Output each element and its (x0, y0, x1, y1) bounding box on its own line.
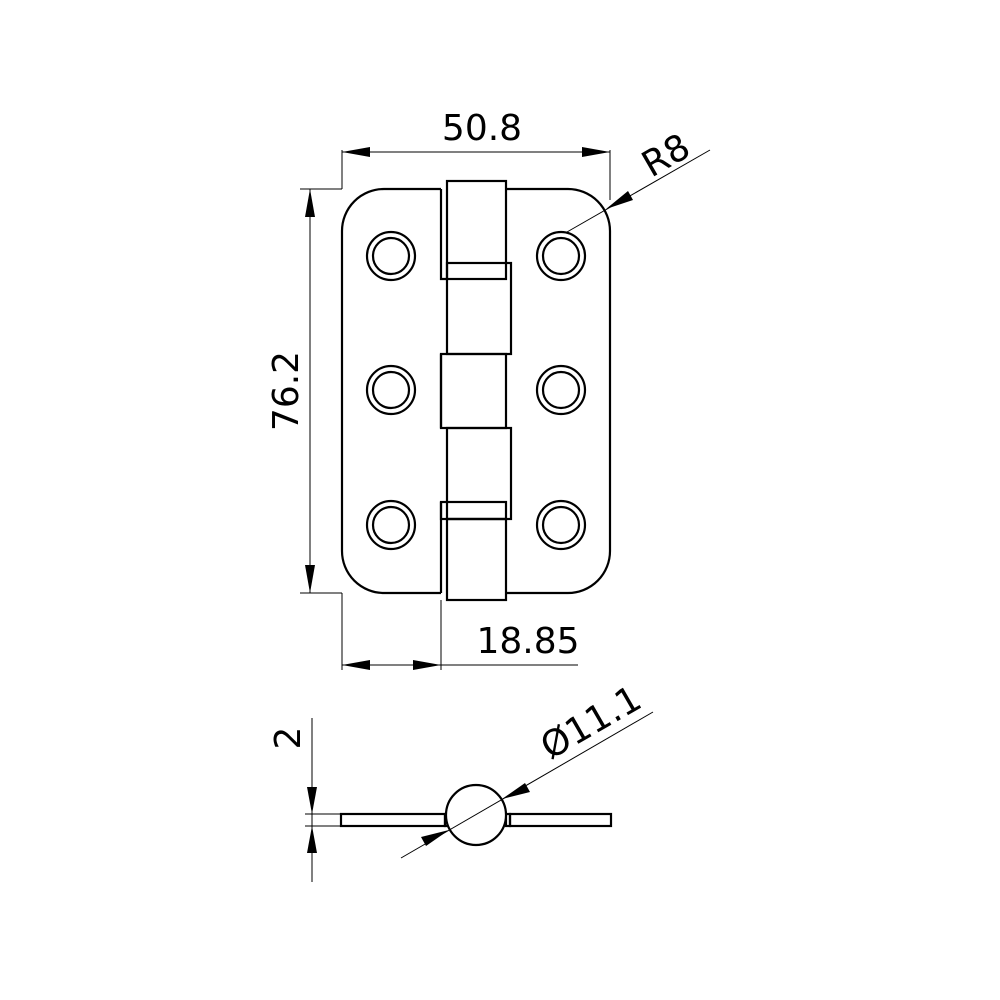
screw-hole-countersink (535, 230, 587, 282)
height-label: 76.2 (266, 351, 307, 431)
thickness-label: 2 (268, 727, 309, 750)
dimension-height: 76.2 (266, 188, 342, 594)
dimension-radius: R8 (566, 126, 711, 233)
knuckle (445, 261, 513, 356)
screw-hole-countersink (365, 364, 417, 416)
knuckle (445, 179, 508, 281)
screw-hole-countersink (535, 499, 587, 551)
screw-hole-inner (371, 236, 411, 276)
dimension-leaf-width: 18.85 (341, 593, 580, 670)
right-leaf-side (508, 812, 613, 828)
radius-label: R8 (635, 126, 697, 185)
knuckle (439, 352, 508, 430)
diameter-label: Ø11.1 (534, 678, 648, 768)
knuckle (445, 517, 508, 602)
width-label: 50.8 (442, 108, 522, 149)
knuckle (445, 426, 513, 521)
hinge-plate-outline (340, 187, 612, 595)
screw-hole-countersink (535, 364, 587, 416)
screw-holes (365, 230, 587, 551)
screw-hole-inner (541, 370, 581, 410)
screw-hole-inner (371, 370, 411, 410)
dimension-diameter: Ø11.1 (400, 678, 654, 859)
screw-hole-countersink (365, 230, 417, 282)
screw-hole-countersink (365, 499, 417, 551)
leaf-width-label: 18.85 (476, 621, 579, 662)
dimension-thickness: 2 (268, 718, 340, 882)
screw-hole-inner (541, 505, 581, 545)
screw-hole-inner (541, 236, 581, 276)
left-leaf-side (339, 812, 447, 828)
knuckle (439, 500, 508, 521)
dimension-width: 50.8 (341, 108, 611, 200)
screw-hole-inner (371, 505, 411, 545)
front-view (340, 179, 612, 602)
